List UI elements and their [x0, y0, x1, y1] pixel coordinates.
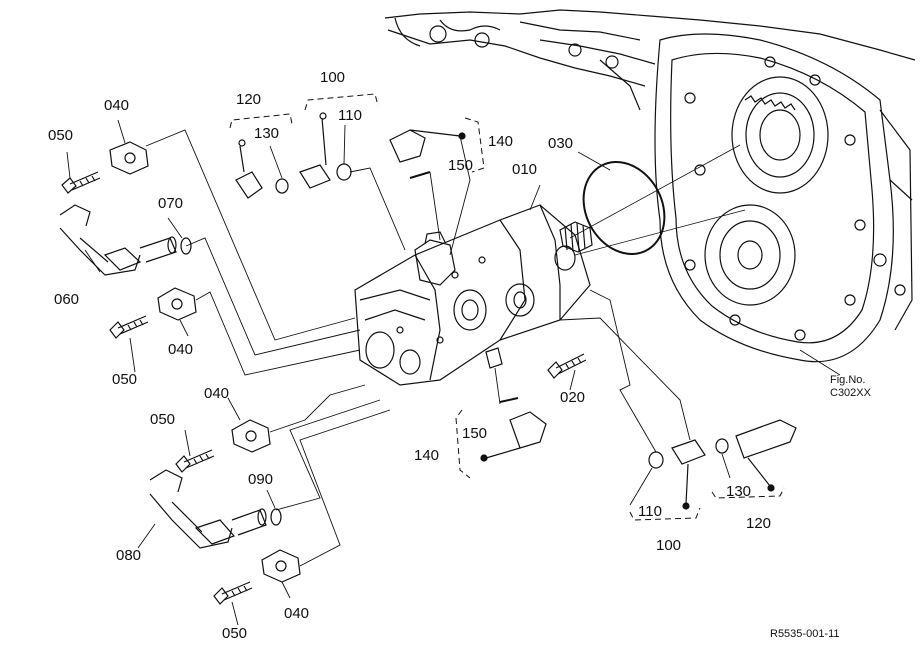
leader-lines [67, 120, 840, 625]
part-label-050: 050 [48, 127, 74, 144]
bolt-020 [548, 354, 586, 378]
part-label-130: 130 [726, 483, 752, 500]
part-label-110: 110 [638, 503, 662, 520]
part-label-010: 010 [512, 161, 538, 178]
o-ring-090 [271, 509, 281, 525]
part-label-100: 100 [656, 537, 682, 554]
flange-040-mid [158, 288, 196, 320]
part-label-080: 080 [116, 547, 142, 564]
elbow-140-lower [481, 412, 546, 461]
fitting-120-upper [236, 140, 262, 198]
part-label-070: 070 [158, 195, 184, 212]
part-label-030: 030 [548, 135, 574, 152]
fitting-120-lower [736, 420, 796, 491]
part-label-040: 040 [168, 341, 194, 358]
part-label-140: 140 [488, 133, 514, 150]
bolt-050-upper [62, 172, 100, 193]
part-label-150: 150 [462, 425, 488, 442]
elbow-140-upper [390, 130, 465, 162]
group-brackets [230, 94, 784, 520]
flange-040-bottom [262, 550, 300, 582]
part-label-050: 050 [222, 625, 248, 642]
figure-reference-line1: Fig.No. [830, 374, 866, 386]
flange-040-lower [232, 420, 270, 452]
part-label-130: 130 [254, 125, 280, 142]
part-label-050: 050 [112, 371, 138, 388]
centerline [570, 145, 740, 238]
o-ring-110-upper [337, 164, 351, 180]
o-ring-110-lower [649, 452, 663, 468]
part-label-090: 090 [248, 471, 274, 488]
bolt-050-lower [176, 450, 214, 472]
part-label-100: 100 [320, 69, 346, 86]
part-label-060: 060 [54, 291, 80, 308]
part-label-040: 040 [284, 605, 310, 622]
flange-040-upper [110, 142, 148, 174]
part-label-050: 050 [150, 411, 176, 428]
part-label-040: 040 [104, 97, 130, 114]
figure-reference-line2: C302XX [830, 386, 871, 399]
part-label-120: 120 [746, 515, 772, 532]
o-ring-070 [181, 238, 191, 254]
part-label-140: 140 [414, 447, 440, 464]
engine-housing [385, 10, 915, 362]
o-ring-130-lower [716, 439, 728, 453]
figure-reference: Fig.No. C302XX [830, 374, 871, 399]
drawing-code: R5535-001-11 [770, 628, 840, 640]
part-label-020: 020 [560, 389, 586, 406]
part-label-110: 110 [338, 107, 362, 124]
fitting-110-lower [672, 440, 705, 509]
fitting-110-upper [300, 113, 330, 188]
elbow-080 [150, 470, 266, 548]
part-label-120: 120 [236, 91, 262, 108]
part-label-150: 150 [448, 157, 474, 174]
elbow-060 [60, 205, 176, 275]
o-ring-150-lower [500, 398, 518, 402]
part-label-040: 040 [204, 385, 230, 402]
hydraulic-pump-body [355, 205, 592, 385]
o-ring-130-upper [276, 179, 288, 193]
o-ring-150-upper [410, 172, 430, 178]
bolt-050-bottom [214, 582, 252, 604]
bolt-050-mid [110, 316, 148, 338]
centerline [575, 210, 745, 255]
